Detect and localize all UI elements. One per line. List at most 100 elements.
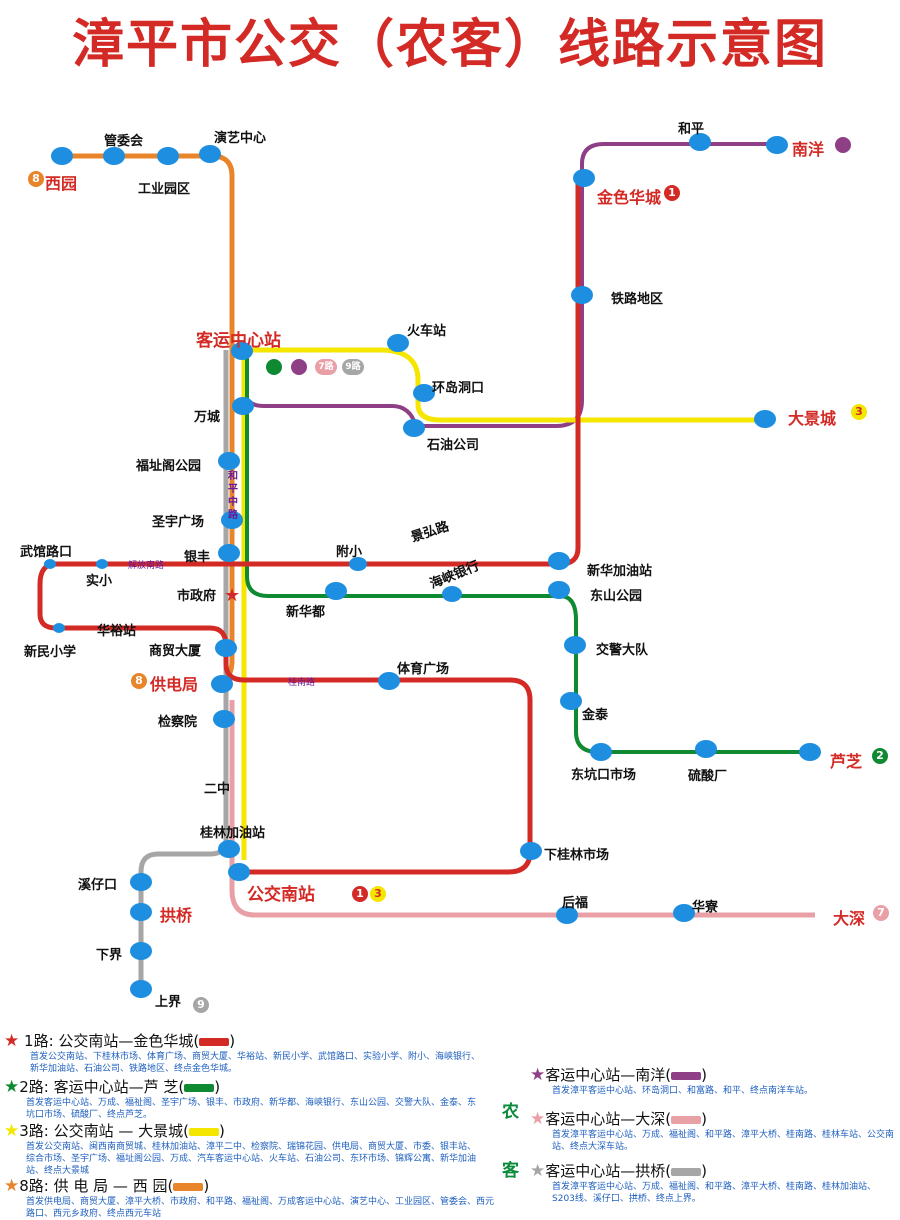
route-1-badge: 1	[664, 185, 680, 201]
station-dot	[130, 942, 152, 960]
station-dot	[799, 743, 821, 761]
station-shiyou: 石油公司	[427, 438, 480, 453]
station-dot	[157, 147, 179, 165]
station-nanyang: 南洋	[792, 140, 825, 159]
station-dot	[548, 581, 570, 599]
station-dot	[573, 169, 595, 187]
station-dot	[130, 903, 152, 921]
station-dot	[520, 842, 542, 860]
station-fuxiao: 附小	[336, 545, 363, 560]
route-2-line	[245, 350, 812, 754]
station-houfu: 后福	[562, 896, 589, 911]
station-yanyi: 演艺中心	[214, 131, 267, 146]
route-1-swatch	[199, 1037, 230, 1046]
route-gongqiao-swatch	[671, 1167, 702, 1176]
station-dot	[231, 342, 253, 360]
station-dot	[564, 636, 586, 654]
route-1-badge: 1	[352, 886, 368, 902]
station-dashen: 大深	[833, 909, 866, 928]
station-guanweihui: 管委会	[104, 134, 144, 149]
star-icon: ★	[530, 1065, 546, 1085]
station-gongnan: 公交南站	[247, 885, 315, 905]
station-huochezhan: 火车站	[407, 324, 447, 339]
station-xinhuadu: 新华都	[286, 605, 326, 620]
station-dot	[403, 419, 425, 437]
station-dot	[211, 675, 233, 693]
city-hall-star-icon: ★	[224, 585, 240, 606]
station-jiaojing: 交警大队	[596, 643, 649, 658]
station-dot	[548, 552, 570, 570]
station-huandao: 环岛洞口	[432, 381, 485, 396]
station-dongshan: 东山公园	[590, 589, 643, 604]
station-wuguan: 武馆路口	[20, 545, 73, 560]
star-icon: ★	[4, 1077, 20, 1097]
station-guilin: 桂林加油站	[200, 826, 266, 841]
legend-route-8: ★8路: 供 电 局 — 西 园() 首发供电局、商贸大厦、漳平大桥、市政府、和…	[4, 1176, 495, 1219]
station-xiyuan: 西园	[45, 174, 78, 193]
station-tiyu: 体育广场	[397, 662, 450, 677]
station-dot	[590, 743, 612, 761]
legend-route-gongqiao: ★客运中心站—拱桥() 首发漳平客运中心站、万成、福祉阁、和平路、漳平大桥、桂南…	[530, 1161, 877, 1204]
station-fuzhige: 福址阁公园	[136, 459, 202, 474]
station-dot	[232, 397, 254, 415]
station-huayu: 华裕站	[97, 624, 137, 639]
station-jinsehuacheng: 金色华城	[597, 188, 662, 207]
star-icon: ★	[4, 1031, 20, 1051]
station-dot	[228, 863, 250, 881]
station-dot	[44, 559, 56, 569]
station-dot	[325, 582, 347, 600]
legend-route-1: ★ 1路: 公交南站—金色华城() 首发公交南站、下桂林市场、体育广场、商贸大厦…	[4, 1031, 481, 1074]
station-dot	[349, 557, 367, 571]
star-icon: ★	[530, 1109, 546, 1129]
station-gongqiao: 拱桥	[160, 906, 193, 925]
station-dajingcheng: 大景城	[788, 409, 837, 428]
station-luzhi: 芦芝	[830, 752, 863, 771]
route-nanyang-badge	[291, 359, 307, 375]
station-dot	[130, 873, 152, 891]
station-heping: 和平	[678, 122, 705, 137]
station-dot	[199, 145, 221, 163]
road-guinan: 桂南路	[288, 678, 316, 688]
station-dot	[387, 334, 409, 352]
station-xiaguilin: 下桂林市场	[544, 848, 610, 863]
station-gongyeyuan: 工业园区	[138, 182, 191, 197]
legend-route-dashen: ★客运中心站—大深() 首发漳平客运中心站、万成、福祉阁、和平路、漳平大桥、桂南…	[530, 1109, 895, 1152]
station-xizaikou: 溪仔口	[78, 878, 118, 893]
station-dot	[53, 623, 65, 633]
station-dot	[215, 639, 237, 657]
station-xiajie: 下界	[96, 948, 123, 963]
road-hepinglu: 和平中路	[228, 471, 238, 521]
station-dot	[673, 904, 695, 922]
station-dot	[689, 133, 711, 151]
station-dot	[103, 147, 125, 165]
station-shengyu: 圣宇广场	[152, 515, 205, 530]
route-1-line	[37, 180, 581, 875]
station-xinmin: 新民小学	[24, 645, 77, 660]
route-nanyang-line	[242, 142, 780, 428]
map-title: 漳平市公交（农客）线路示意图	[71, 15, 828, 75]
route-3-swatch	[189, 1127, 220, 1136]
station-shixiao: 实小	[86, 574, 113, 589]
station-dot	[218, 840, 240, 858]
route-7-badge: 7	[873, 905, 889, 921]
road-jiefangnan: 解放南路	[128, 561, 165, 571]
legend-route-3: ★3路: 公交南站 — 大景城() 首发公交南站、闽西南商贸城、桂林加油站、漳平…	[4, 1121, 477, 1176]
station-dot	[96, 559, 108, 569]
station-zhengfu: 市政府	[177, 589, 217, 604]
station-dot	[754, 410, 776, 428]
star-icon: ★	[4, 1176, 20, 1196]
station-erzhong: 二中	[204, 782, 231, 797]
route-7-badge: 7路	[315, 359, 337, 375]
station-dot	[571, 286, 593, 304]
legend-ke: 客	[502, 1161, 519, 1181]
route-9-badge: 9路	[342, 359, 364, 375]
station-yinfeng: 银丰	[184, 550, 211, 565]
station-jintai: 金泰	[582, 708, 609, 723]
station-tielu: 铁路地区	[611, 292, 664, 307]
station-dot	[218, 452, 240, 470]
station-dot	[560, 692, 582, 710]
legend-route-nanyang: ★客运中心站—南洋() 首发漳平客运中心站、环岛洞口、和富路、和平、终点南洋车站…	[530, 1065, 814, 1096]
station-wancheng: 万城	[194, 410, 221, 425]
station-dot	[695, 740, 717, 758]
